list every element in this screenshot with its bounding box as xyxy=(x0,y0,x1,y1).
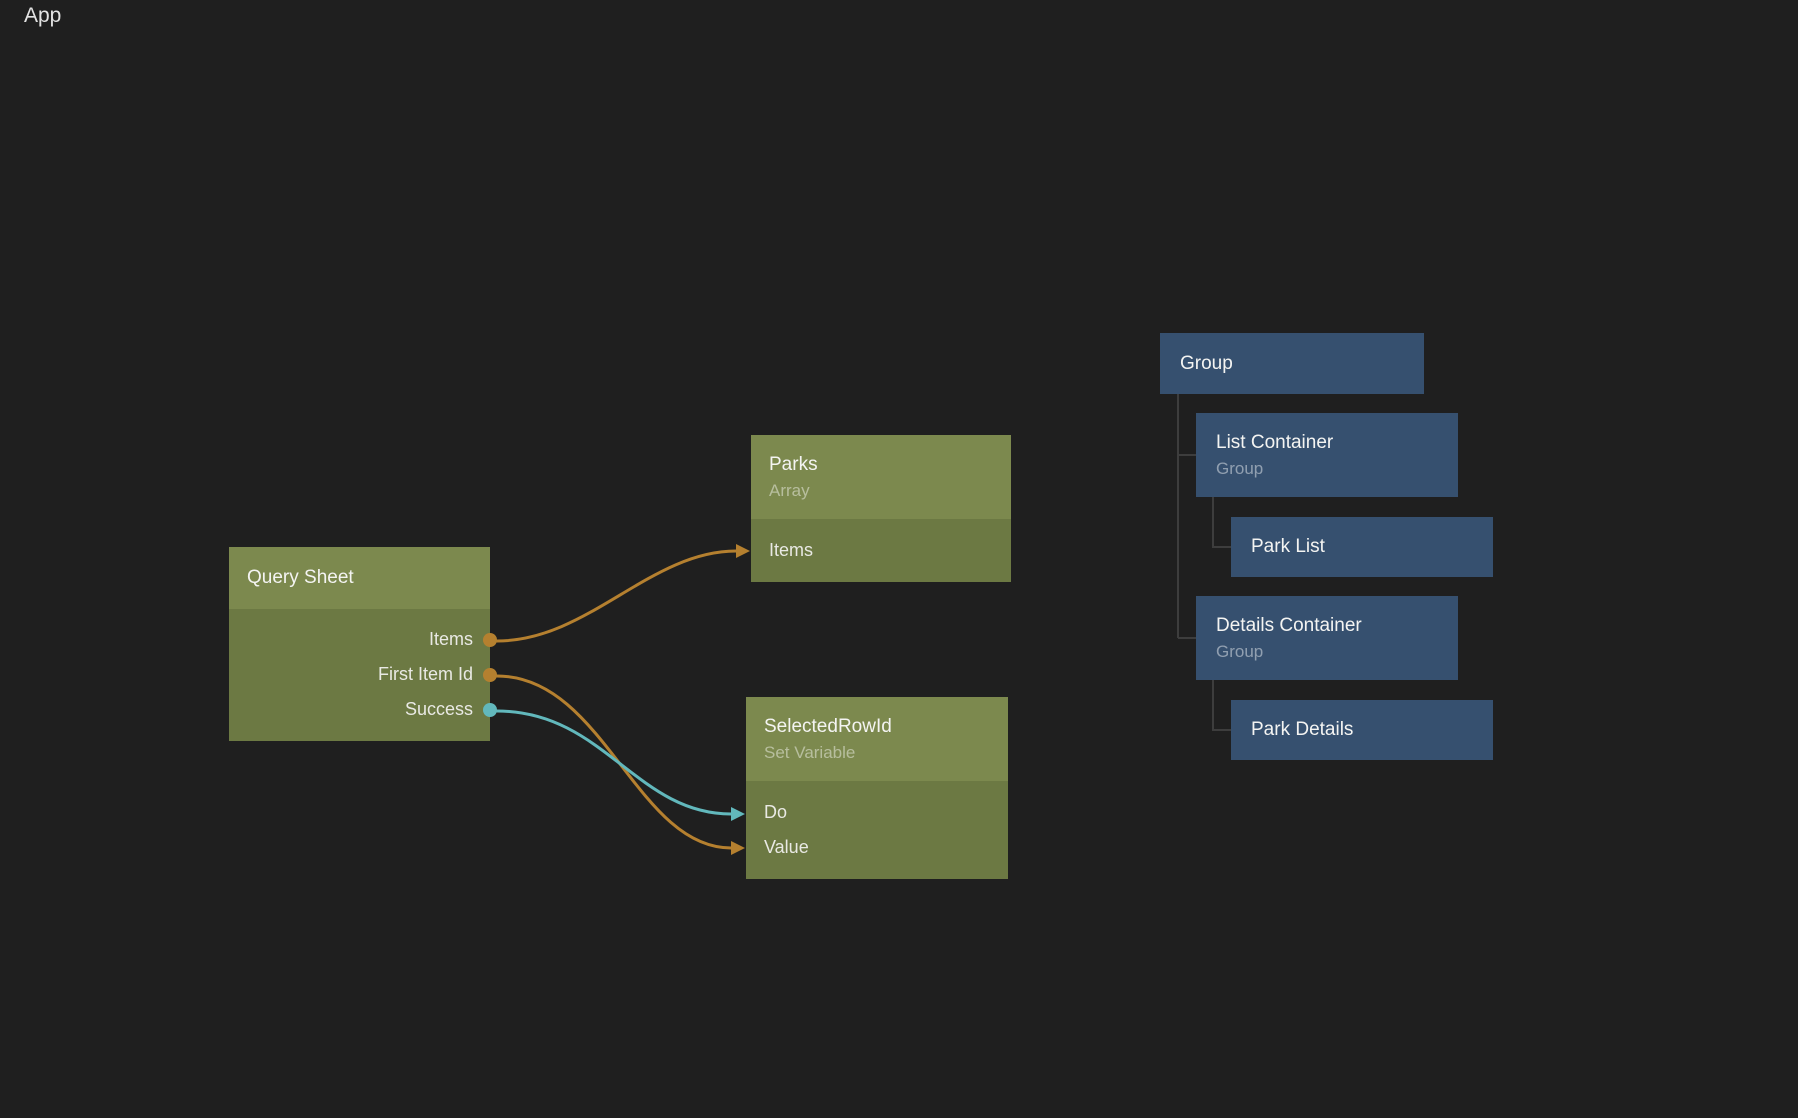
port-label: First Item Id xyxy=(377,664,473,684)
port-output-items[interactable]: Items xyxy=(229,622,497,657)
node-details-container[interactable]: Details Container Group xyxy=(1196,596,1458,680)
node-title: Park List xyxy=(1251,536,1325,557)
node-title: Parks xyxy=(769,453,818,475)
node-park-details[interactable]: Park Details xyxy=(1231,700,1493,760)
tree-line-group-children xyxy=(1177,394,1196,639)
node-parks-body: Items xyxy=(751,519,1011,582)
node-title: Park Details xyxy=(1251,719,1354,740)
node-query-sheet-body: Items First Item Id Success xyxy=(229,609,497,741)
port-dot-first-item-id[interactable] xyxy=(483,667,497,682)
node-selectedrowid-header: SelectedRowId Set Variable xyxy=(746,697,1008,781)
node-list-container[interactable]: List Container Group xyxy=(1196,413,1458,497)
tree-line-list-container-children xyxy=(1212,497,1231,548)
port-input-items[interactable]: Items xyxy=(751,533,1011,568)
wire-items-arrowhead xyxy=(736,544,750,558)
tree-line-details-container-children xyxy=(1212,680,1231,731)
port-input-do[interactable]: Do xyxy=(746,795,1008,830)
node-parks-header: Parks Array xyxy=(751,435,1011,519)
port-output-first-item-id[interactable]: First Item Id xyxy=(229,657,497,692)
port-label: Items xyxy=(428,629,473,649)
node-park-list[interactable]: Park List xyxy=(1231,517,1493,577)
node-subtitle: Group xyxy=(1216,641,1264,661)
node-query-sheet[interactable]: Query Sheet Items First Item Id Success xyxy=(229,547,497,741)
port-input-value[interactable]: Value xyxy=(746,830,1008,865)
wire-success-to-do[interactable] xyxy=(495,709,733,816)
node-selectedrowid-body: Do Value xyxy=(746,781,1008,879)
node-subtitle: Group xyxy=(1216,458,1264,478)
node-title: SelectedRowId xyxy=(764,715,892,737)
port-label: Items xyxy=(769,540,814,560)
node-selectedrowid[interactable]: SelectedRowId Set Variable Do Value xyxy=(746,697,1008,879)
node-group[interactable]: Group xyxy=(1160,333,1424,394)
node-parks[interactable]: Parks Array Items xyxy=(751,435,1011,582)
wire-firstitemid-to-value[interactable] xyxy=(495,674,733,850)
port-output-success[interactable]: Success xyxy=(229,692,497,727)
wire-success-arrowhead xyxy=(731,807,745,821)
port-label: Value xyxy=(764,837,809,857)
port-label: Success xyxy=(404,699,473,719)
port-dot-success[interactable] xyxy=(483,702,497,717)
wire-items-to-parks[interactable] xyxy=(495,549,738,643)
node-title: Details Container xyxy=(1216,614,1362,636)
node-title: List Container xyxy=(1216,431,1334,453)
node-title: Group xyxy=(1180,352,1233,374)
node-subtitle: Array xyxy=(769,480,810,500)
node-subtitle: Set Variable xyxy=(764,742,856,762)
node-title: Query Sheet xyxy=(247,567,354,588)
wire-firstitemid-arrowhead xyxy=(731,841,745,855)
app-breadcrumb: App xyxy=(24,4,62,27)
node-query-sheet-header: Query Sheet xyxy=(229,547,490,609)
port-dot-items[interactable] xyxy=(483,632,497,647)
port-label: Do xyxy=(764,802,788,822)
